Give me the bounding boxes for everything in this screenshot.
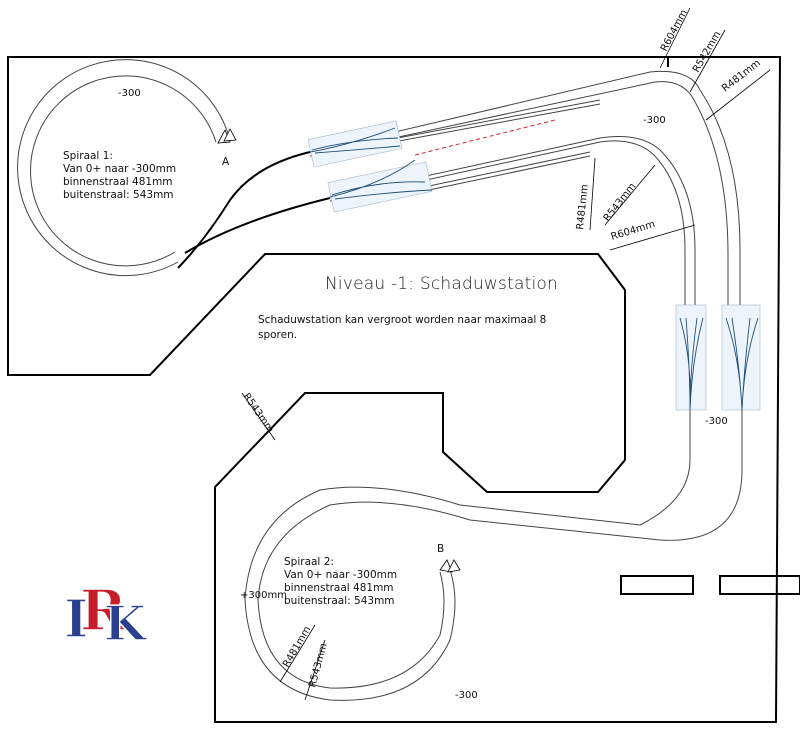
baseboard-outline (7, 56, 782, 723)
note-line-1: Schaduwstation kan vergroot worden naar … (258, 314, 546, 326)
height-upper-right: -300 (643, 115, 666, 126)
rk-logo-r-shadow: I (64, 589, 88, 650)
radius-inner-r543: R543mm (602, 181, 639, 224)
spiral-1-label-title: Spiraal 1: (63, 150, 113, 162)
radius-inner-r604: R604mm (610, 219, 657, 243)
radius-inner-r481: R481mm (575, 184, 591, 230)
spiral-2-height-bottom: -300 (455, 690, 478, 701)
ramp-lower (184, 197, 331, 254)
opening-rect-2 (719, 575, 800, 595)
drawing-title: Niveau -1: Schaduwstation (325, 274, 558, 294)
spiral-2-label-range: Van 0+ naar -300mm (284, 569, 397, 581)
lower-loop-track (244, 410, 743, 701)
rk-logo-k: K (104, 596, 148, 652)
radius-top-outer: R604mm (659, 8, 690, 53)
height-right-lower: -300 (705, 416, 728, 427)
switch-left-lower (327, 159, 433, 213)
spiral-1 (17, 59, 237, 277)
spiral-2-height-top: +300mm (240, 590, 287, 601)
rk-logo: I R K (63, 577, 149, 653)
note-line-2: sporen. (258, 329, 297, 341)
rk-logo-r: R (80, 578, 127, 644)
spiral-2-r-inner: R481mm (281, 625, 313, 670)
spiral-1-label-outer: buitenstraal: 543mm (63, 189, 174, 201)
dimension-leaders (241, 7, 771, 701)
opening-rect-1 (620, 575, 694, 595)
switch-right-2 (721, 304, 761, 411)
spiral-1-marker: A (222, 156, 230, 168)
spiral-1-label-range: Van 0+ naar -300mm (63, 163, 176, 175)
radius-top-middle: R542mm (691, 30, 723, 75)
spiral-2-r-outer: R543mm (307, 642, 329, 689)
spiral-2-label-outer: buitenstraal: 543mm (284, 595, 395, 607)
spiral-2-label-title: Spiraal 2: (284, 556, 334, 568)
switch-left-upper (307, 120, 403, 168)
spiral-2-label-inner: binnenstraal 481mm (284, 582, 394, 594)
spiral-2-marker: B (437, 543, 444, 555)
spiral-1-label-inner: binnenstraal 481mm (63, 176, 173, 188)
switch-right-1 (675, 304, 707, 411)
radius-top-inner: R481mm (720, 58, 763, 95)
future-siding-dashed (414, 119, 556, 156)
radius-left-r543: R543mm (241, 391, 276, 435)
spiral-1-height: -300 (118, 88, 141, 99)
ramp-upper (177, 151, 311, 269)
